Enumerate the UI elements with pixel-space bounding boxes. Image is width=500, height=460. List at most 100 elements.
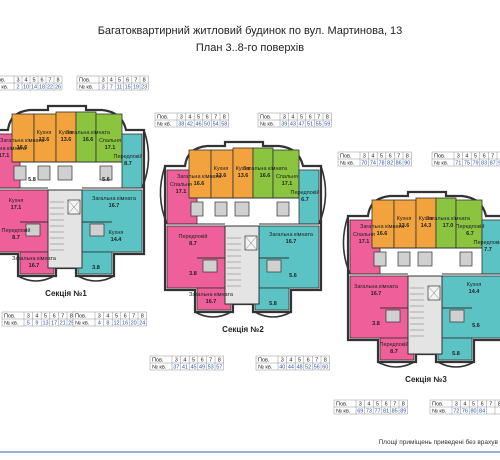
room-area: 17.1 [282,181,293,187]
table-apartment-cell: 75 [464,160,470,166]
table-floor-cell: 8 [498,401,500,407]
footer-note: Площі приміщень приведені без врахув [378,438,498,446]
table-header-floor: Пов. [0,77,6,83]
table-floor-cell: 5 [472,401,475,407]
table-apartment-cell: 25 [68,320,74,326]
table-floor-cell: 6 [206,114,209,120]
table-apartment-cell: 85 [392,408,398,414]
room-area: 6.7 [301,197,309,203]
table-apartment-cell: 40 [279,364,285,370]
room-area: 3.8 [372,321,380,327]
room-label: Загальна кімната [92,196,137,202]
bathroom [234,201,250,217]
table-floor-cell: 8 [218,357,221,363]
table-apartment-cell: 15 [125,84,131,90]
table-apartment-cell: 46 [195,121,201,127]
lift-cross [67,199,81,215]
section-label: Секція №2 [222,325,264,334]
room-label: Загальна кімната [177,174,222,180]
table-floor-cell: 5 [118,77,121,83]
table-floor-cell: 8 [70,313,73,319]
table-floor-cell: 7 [61,313,64,319]
table-header-floor: Пов. [258,357,270,363]
table-floor-cell: 4 [188,114,191,120]
room-area: 3.8 [92,265,100,271]
table-floor-cell: 5 [300,114,303,120]
room-area: 17.1 [176,189,187,195]
table-floor-cell: 4 [24,77,27,83]
table-floor-cell: 5 [115,313,118,319]
room-label: Передпокій [179,233,208,240]
room-label: Кухня [9,198,24,204]
room-area: 17.1 [105,145,116,151]
table-apartment-cell: 82 [387,160,393,166]
table-apartment-cell: 38 [178,121,184,127]
bathroom [190,201,204,217]
room-area: 13.6 [399,223,410,229]
table-floor-cell: 7 [317,114,320,120]
apartment-table: Пов.№ кв.371475579683787891 [431,151,500,166]
table-apartment-cell: 45 [190,364,196,370]
bathroom [276,201,290,217]
bay-window [141,129,150,189]
room-area: 17.1 [359,239,370,245]
bay-window [194,311,232,318]
bathroom [202,259,218,273]
table-floor-cell: 7 [315,357,318,363]
table-floor-cell: 3 [16,77,19,83]
table-apartment-cell: 87 [490,160,496,166]
table-floor-cell: 7 [393,401,396,407]
table-apartment-cell: 21 [60,320,66,326]
room-area: 8.7 [189,241,197,247]
table-apartment-cell: 24 [139,320,145,326]
table-floor-cell: 5 [376,401,379,407]
table-apartment-cell: 72 [453,408,459,414]
bathroom [13,165,27,181]
room-label: Спальня [276,174,298,180]
table-floor-cell: 7 [489,401,492,407]
table-floor-cell: 8 [56,77,59,83]
table-floor-cell: 3 [457,153,460,159]
table-apartment-cell: 18 [39,84,45,90]
table-header-apartment: № кв. [152,364,167,370]
table-floor-cell: 8 [406,153,409,159]
table-apartment-cell: 69 [357,408,363,414]
room-label: Загальна кімната [243,166,288,172]
table-header-floor: Пов. [152,357,164,363]
table-apartment-cell: 55 [316,121,322,127]
apartment-zone [441,275,500,339]
table-floor-cell: 3 [175,357,178,363]
lift-cross [244,235,258,251]
table-floor-cell: 3 [102,77,105,83]
table-header-floor: Пов. [434,153,446,159]
table-apartment-cell: 50 [204,121,210,127]
room-label: Загальна кімната [66,130,111,136]
room-area: 13.6 [39,137,50,143]
table-apartment-cell: 60 [322,364,328,370]
room-area: 13.6 [238,173,249,179]
room-area: 14.4 [469,289,481,295]
table-apartment-cell: 49 [199,364,205,370]
room-area: 16.6 [260,173,271,179]
table-floor-cell: 5 [380,153,383,159]
table-apartment-cell: 90 [404,160,410,166]
room-label: Загальна кімната [360,224,405,230]
bay-window [437,361,475,368]
bay-window [159,165,168,225]
table-apartment-cell: 5 [27,320,30,326]
table-apartment-cell: 26 [55,84,61,90]
table-apartment-cell: 74 [370,160,376,166]
table-floor-cell: 7 [134,77,137,83]
table-floor-cell: 7 [209,357,212,363]
table-header-floor: Пов. [260,114,272,120]
room-area: 3.8 [189,271,197,277]
bay-window [377,361,415,368]
room-area: 14.3 [421,223,432,229]
table-apartment-cell: 9 [35,320,38,326]
